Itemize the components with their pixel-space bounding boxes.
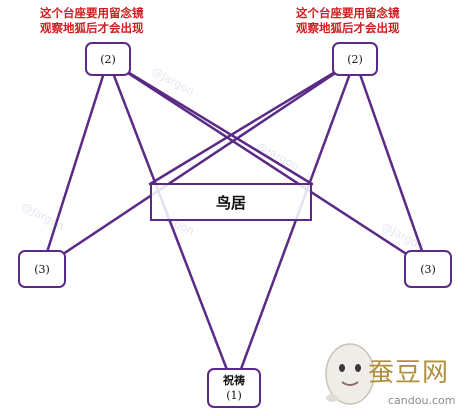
pedestal-bottom-name: 祝祷 <box>223 374 245 387</box>
note-top-left: 这个台座要用留念镜 观察地狐后才会出现 <box>40 6 144 36</box>
note-top-left-line1: 这个台座要用留念镜 <box>40 6 144 20</box>
brand-logo-text: 蚕豆网 <box>368 358 450 388</box>
pedestal-mid-left: (3) <box>18 250 66 288</box>
line-tr-to-ml <box>40 58 357 270</box>
line-tr-to-bottom <box>232 58 357 390</box>
pedestal-bottom-num: (1) <box>226 389 242 402</box>
pedestal-mid-right: (3) <box>404 250 452 288</box>
note-top-right-line1: 这个台座要用留念镜 <box>296 6 400 20</box>
pedestal-top-left-label: (2) <box>100 52 116 66</box>
line-tl-to-torii-right <box>106 58 314 186</box>
note-top-left-line2: 观察地狐后才会出现 <box>40 21 144 35</box>
note-top-right: 这个台座要用留念镜 观察地狐后才会出现 <box>296 6 400 36</box>
line-tl-to-mr <box>106 58 430 270</box>
line-tr-to-mr <box>353 58 430 270</box>
pedestal-top-right: (2) <box>332 42 378 76</box>
note-top-right-line2: 观察地狐后才会出现 <box>296 21 400 35</box>
line-tl-to-ml <box>40 58 110 270</box>
line-tr-to-torii-left <box>148 58 357 186</box>
pedestal-top-left: (2) <box>85 42 131 76</box>
pedestal-mid-left-label: (3) <box>34 262 50 276</box>
line-tl-to-bottom <box>106 58 236 390</box>
torii-box: 鸟居 <box>150 183 312 221</box>
torii-label: 鸟居 <box>215 193 246 212</box>
pedestal-mid-right-label: (3) <box>420 262 436 276</box>
pedestal-top-right-label: (2) <box>347 52 363 66</box>
mascot-bean-icon <box>325 343 375 405</box>
brand-logo-domain: candou.com <box>388 394 456 407</box>
pedestal-bottom: 祝祷 (1) <box>207 368 261 408</box>
